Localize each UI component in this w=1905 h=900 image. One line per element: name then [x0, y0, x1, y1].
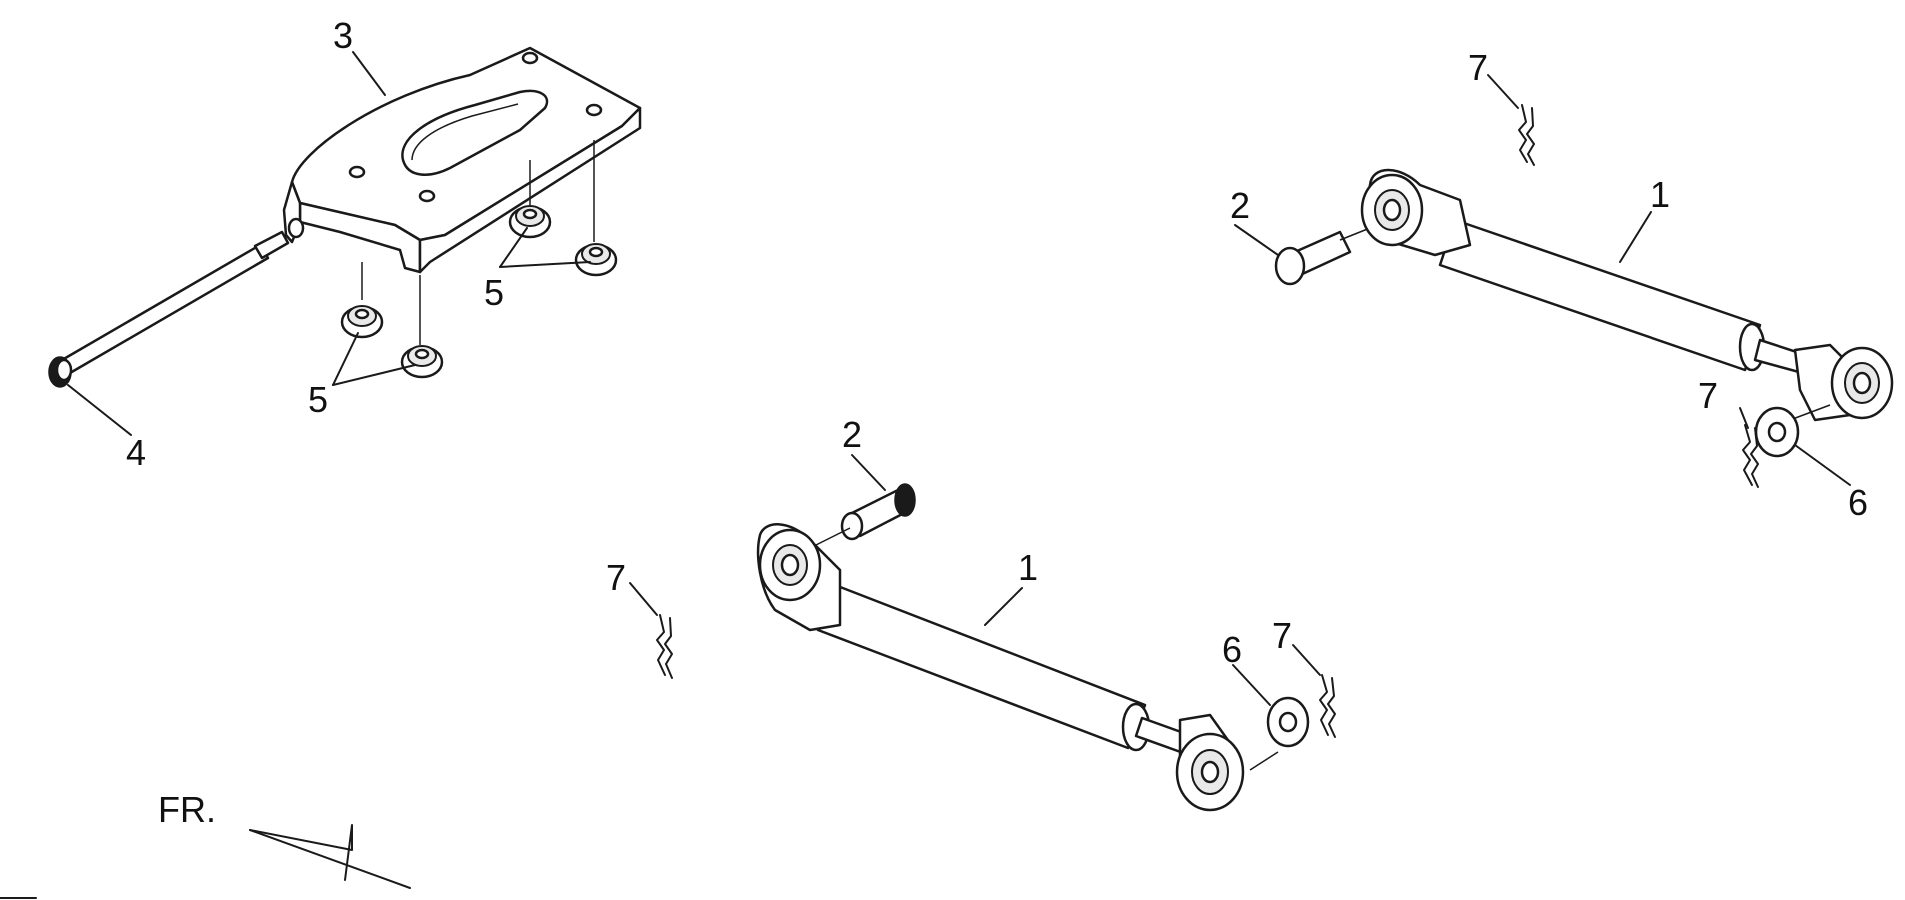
cotter-pin — [1319, 674, 1336, 738]
callout-labels: 3 4 5 5 2 1 7 7 6 2 1 7 6 7 — [126, 15, 1868, 670]
cotter-pin — [656, 614, 673, 679]
mounting-bracket — [282, 46, 642, 274]
callout-3: 3 — [333, 15, 353, 56]
callout-1-upper: 1 — [1650, 174, 1670, 215]
callout-5-upper: 5 — [484, 272, 504, 313]
callout-1-lower: 1 — [1018, 547, 1038, 588]
callout-2-lower: 2 — [842, 414, 862, 455]
callout-7-upper-top: 7 — [1468, 47, 1488, 88]
clevis-pin — [809, 483, 916, 549]
lower-link-rod-assembly — [656, 483, 1336, 812]
long-bolt — [48, 230, 290, 388]
front-direction-indicator: FR. — [0, 789, 411, 899]
flange-nut — [400, 345, 444, 379]
callout-7-lower-right: 7 — [1272, 615, 1292, 656]
link-rod — [1360, 168, 1894, 422]
flat-washer — [1754, 404, 1831, 458]
flange-nuts — [340, 140, 618, 379]
callout-7-lower-left: 7 — [606, 557, 626, 598]
callout-4: 4 — [126, 432, 146, 473]
callout-6-upper: 6 — [1848, 482, 1868, 523]
flange-nut — [508, 205, 552, 239]
cotter-pin — [1518, 104, 1535, 166]
clevis-pin — [1274, 227, 1371, 286]
flange-nut — [574, 243, 618, 277]
callout-5-lower: 5 — [308, 379, 328, 420]
flange-nut — [340, 305, 384, 339]
link-rod — [756, 523, 1245, 812]
front-direction-label: FR. — [158, 789, 216, 830]
callout-7-upper-right: 7 — [1698, 375, 1718, 416]
cotter-pin — [1742, 424, 1759, 488]
upper-link-rod-assembly — [1274, 104, 1894, 488]
flat-washer — [1249, 696, 1310, 771]
direction-arrow-icon — [249, 824, 353, 881]
callout-2-upper: 2 — [1230, 185, 1250, 226]
leader-lines — [67, 51, 1851, 706]
callout-6-lower: 6 — [1222, 629, 1242, 670]
